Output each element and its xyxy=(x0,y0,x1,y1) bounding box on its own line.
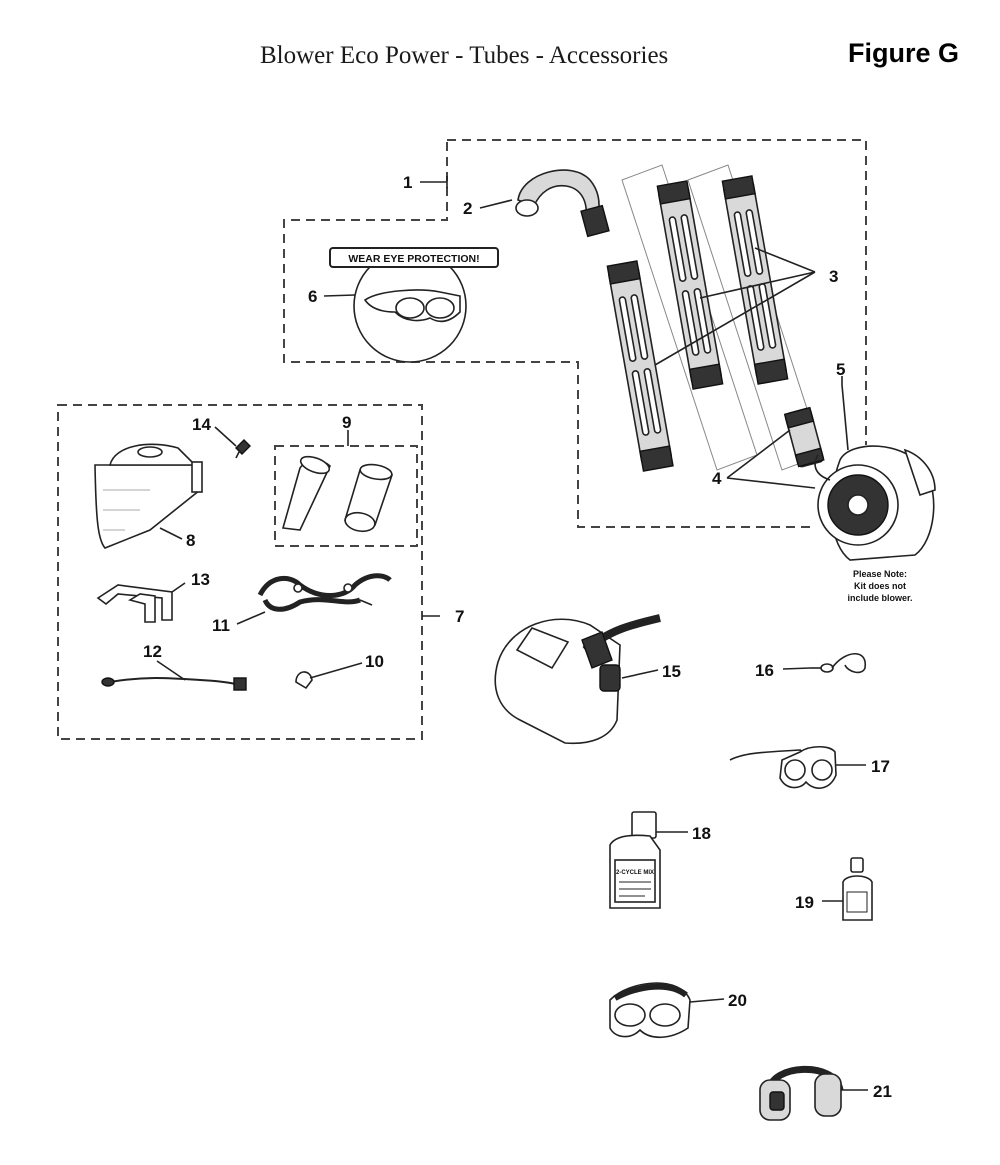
callout-1: 1 xyxy=(403,173,412,192)
note-line-2: Kit does not xyxy=(854,581,906,591)
callout-16: 16 xyxy=(755,661,774,680)
callout-5: 5 xyxy=(836,360,845,379)
clip-part xyxy=(295,671,313,690)
nozzles-part xyxy=(281,455,394,533)
decal-text: WEAR EYE PROTECTION! xyxy=(348,253,479,265)
note-line-3: include blower. xyxy=(847,593,912,603)
callout-3: 3 xyxy=(829,267,838,286)
short-tube-part xyxy=(783,406,825,468)
callout-20: 20 xyxy=(728,991,747,1010)
u-bracket-part xyxy=(96,584,173,623)
callout-2: 2 xyxy=(463,199,472,218)
callout-6: 6 xyxy=(308,287,317,306)
safety-glasses-part xyxy=(729,745,837,789)
small-bottle-part xyxy=(842,857,873,921)
leader-lines xyxy=(156,176,868,1091)
callout-21: 21 xyxy=(873,1082,892,1101)
kit-1-outline xyxy=(283,139,867,528)
blower-unit xyxy=(814,445,936,561)
callout-12: 12 xyxy=(143,642,162,661)
earmuffs-part xyxy=(759,1065,844,1121)
callout-9: 9 xyxy=(342,413,351,432)
callout-15: 15 xyxy=(662,662,681,681)
elbow-tube-part xyxy=(515,169,610,238)
fuel-can-part xyxy=(494,614,661,745)
long-tube-a xyxy=(606,260,674,472)
kit-7-outline xyxy=(57,404,423,740)
oil-bottle-part: 2-CYCLE MIX xyxy=(609,811,661,909)
bottle-label-text: 2-CYCLE MIX xyxy=(616,870,654,876)
callout-11: 11 xyxy=(212,616,230,635)
figure-label: Figure G xyxy=(848,38,960,68)
note-line-1: Please Note: xyxy=(853,569,907,579)
long-tube-c xyxy=(721,175,789,385)
callout-18: 18 xyxy=(692,824,711,843)
callout-7: 7 xyxy=(455,607,464,626)
harness-strap-part xyxy=(257,573,392,612)
callout-10: 10 xyxy=(365,652,384,671)
eye-protection-decal: WEAR EYE PROTECTION! xyxy=(329,247,499,363)
callout-17: 17 xyxy=(871,757,890,776)
cord-part xyxy=(101,677,247,691)
callout-numbers: 1 2 3 4 5 6 7 8 9 10 11 12 13 14 15 16 1… xyxy=(143,173,892,1101)
screw-part xyxy=(235,439,251,459)
callout-13: 13 xyxy=(191,570,210,589)
lanyard-part xyxy=(810,653,866,674)
goggles-part xyxy=(609,982,691,1039)
face-shield-part xyxy=(94,443,203,549)
callout-8: 8 xyxy=(186,531,195,550)
blower-note: Please Note: Kit does not include blower… xyxy=(847,569,912,603)
callout-14: 14 xyxy=(192,415,211,434)
callout-4: 4 xyxy=(712,469,722,488)
callout-19: 19 xyxy=(795,893,814,912)
page-title: Blower Eco Power - Tubes - Accessories xyxy=(260,42,669,69)
